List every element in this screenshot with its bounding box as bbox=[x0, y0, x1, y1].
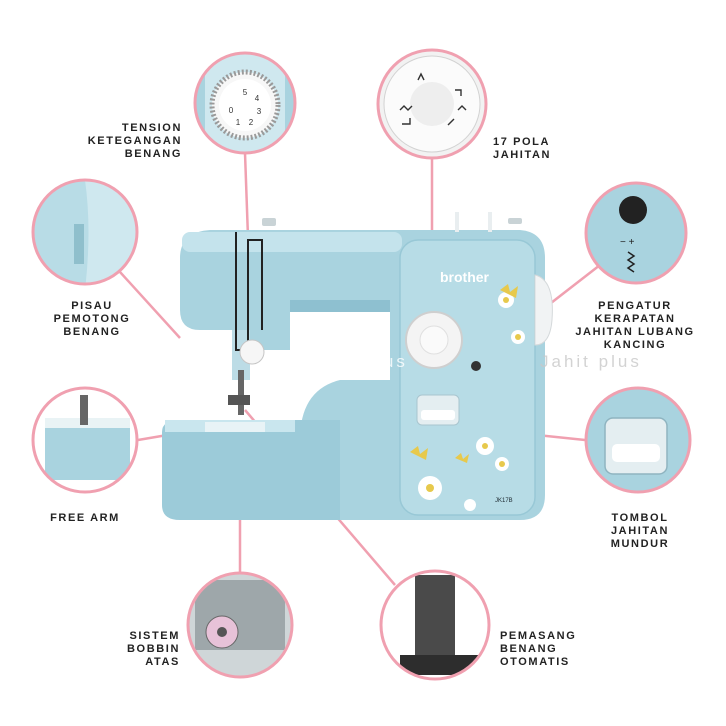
callout-pemasang bbox=[379, 569, 491, 681]
svg-text:− +: − + bbox=[620, 237, 635, 248]
callout-tension: 5 4 3 2 1 0 bbox=[193, 51, 297, 155]
butterfly-decoration bbox=[410, 284, 518, 463]
label-pemasang: PEMASANG BENANG OTOMATIS bbox=[500, 630, 577, 668]
sewing-machine: brother JK17B bbox=[162, 212, 553, 520]
label-bobbin: SISTEM BOBBIN ATAS bbox=[127, 630, 180, 668]
label-pisau: PISAU PEMOTONG BENANG bbox=[53, 300, 131, 338]
svg-text:1: 1 bbox=[236, 118, 241, 127]
svg-text:2: 2 bbox=[249, 118, 254, 127]
svg-text:4: 4 bbox=[255, 94, 260, 103]
label-tension: TENSION KETEGANGAN BENANG bbox=[87, 122, 182, 160]
callout-pola-jahitan bbox=[376, 48, 488, 160]
callout-tombol bbox=[584, 386, 692, 494]
svg-text:3: 3 bbox=[257, 107, 262, 116]
svg-text:5: 5 bbox=[243, 88, 248, 97]
svg-text:0: 0 bbox=[229, 106, 234, 115]
label-pola: 17 POLA JAHITAN bbox=[493, 136, 552, 161]
watermark-right: Jahit plus bbox=[540, 352, 642, 371]
label-tombol: TOMBOL JAHITAN MUNDUR bbox=[610, 512, 670, 550]
tension-dial-numbers: 5 4 3 2 1 0 bbox=[229, 88, 262, 127]
callout-pisau bbox=[31, 178, 139, 286]
callout-free-arm bbox=[31, 386, 139, 494]
label-pengatur: PENGATUR KERAPATAN JAHITAN LUBANG KANCIN… bbox=[575, 300, 695, 351]
brand-logo: brother bbox=[440, 269, 490, 285]
watermark-center: Jahit plus bbox=[306, 352, 408, 371]
callout-bobbin bbox=[186, 571, 294, 679]
flower-decoration bbox=[418, 292, 525, 511]
label-free-arm: FREE ARM bbox=[50, 512, 120, 524]
model-label: JK17B bbox=[495, 498, 513, 504]
callout-pengatur: − + bbox=[584, 181, 688, 285]
watermark-left: Jahit plus bbox=[38, 352, 140, 371]
